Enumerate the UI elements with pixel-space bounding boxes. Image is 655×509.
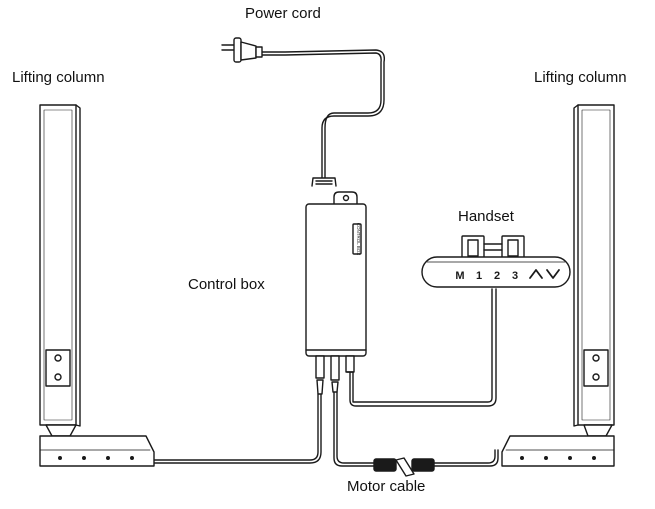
foot-bracket-left [39,435,155,467]
handset-button-3[interactable]: 3 [512,270,518,282]
handset-cable [349,288,497,407]
label-lifting-column-left: Lifting column [12,69,105,86]
motor-cable-connector [373,457,435,477]
handset-button-m[interactable]: M [455,270,464,282]
power-plug [221,37,263,63]
motor-cable [333,391,499,467]
lifting-column-right [573,104,615,437]
motor-cable-left [153,393,322,464]
label-lifting-column-right: Lifting column [534,69,627,86]
handset-up-arrow-icon[interactable] [528,266,544,282]
foot-bracket-right [501,435,615,467]
handset-down-arrow-icon[interactable] [545,266,561,282]
handset-buttons: M 1 2 3 [455,270,518,282]
lifting-column-left [39,104,81,437]
label-motor-cable: Motor cable [347,478,426,495]
power-cord-cable [261,49,386,179]
label-power-cord: Power cord [245,5,321,22]
control-box: CONTROL BOX [305,177,367,395]
handset-button-1[interactable]: 1 [476,270,482,282]
label-handset: Handset [458,208,514,225]
handset [421,235,571,288]
control-box-logo: CONTROL BOX [356,223,361,256]
label-control-box: Control box [188,276,265,293]
handset-button-2[interactable]: 2 [494,270,500,282]
